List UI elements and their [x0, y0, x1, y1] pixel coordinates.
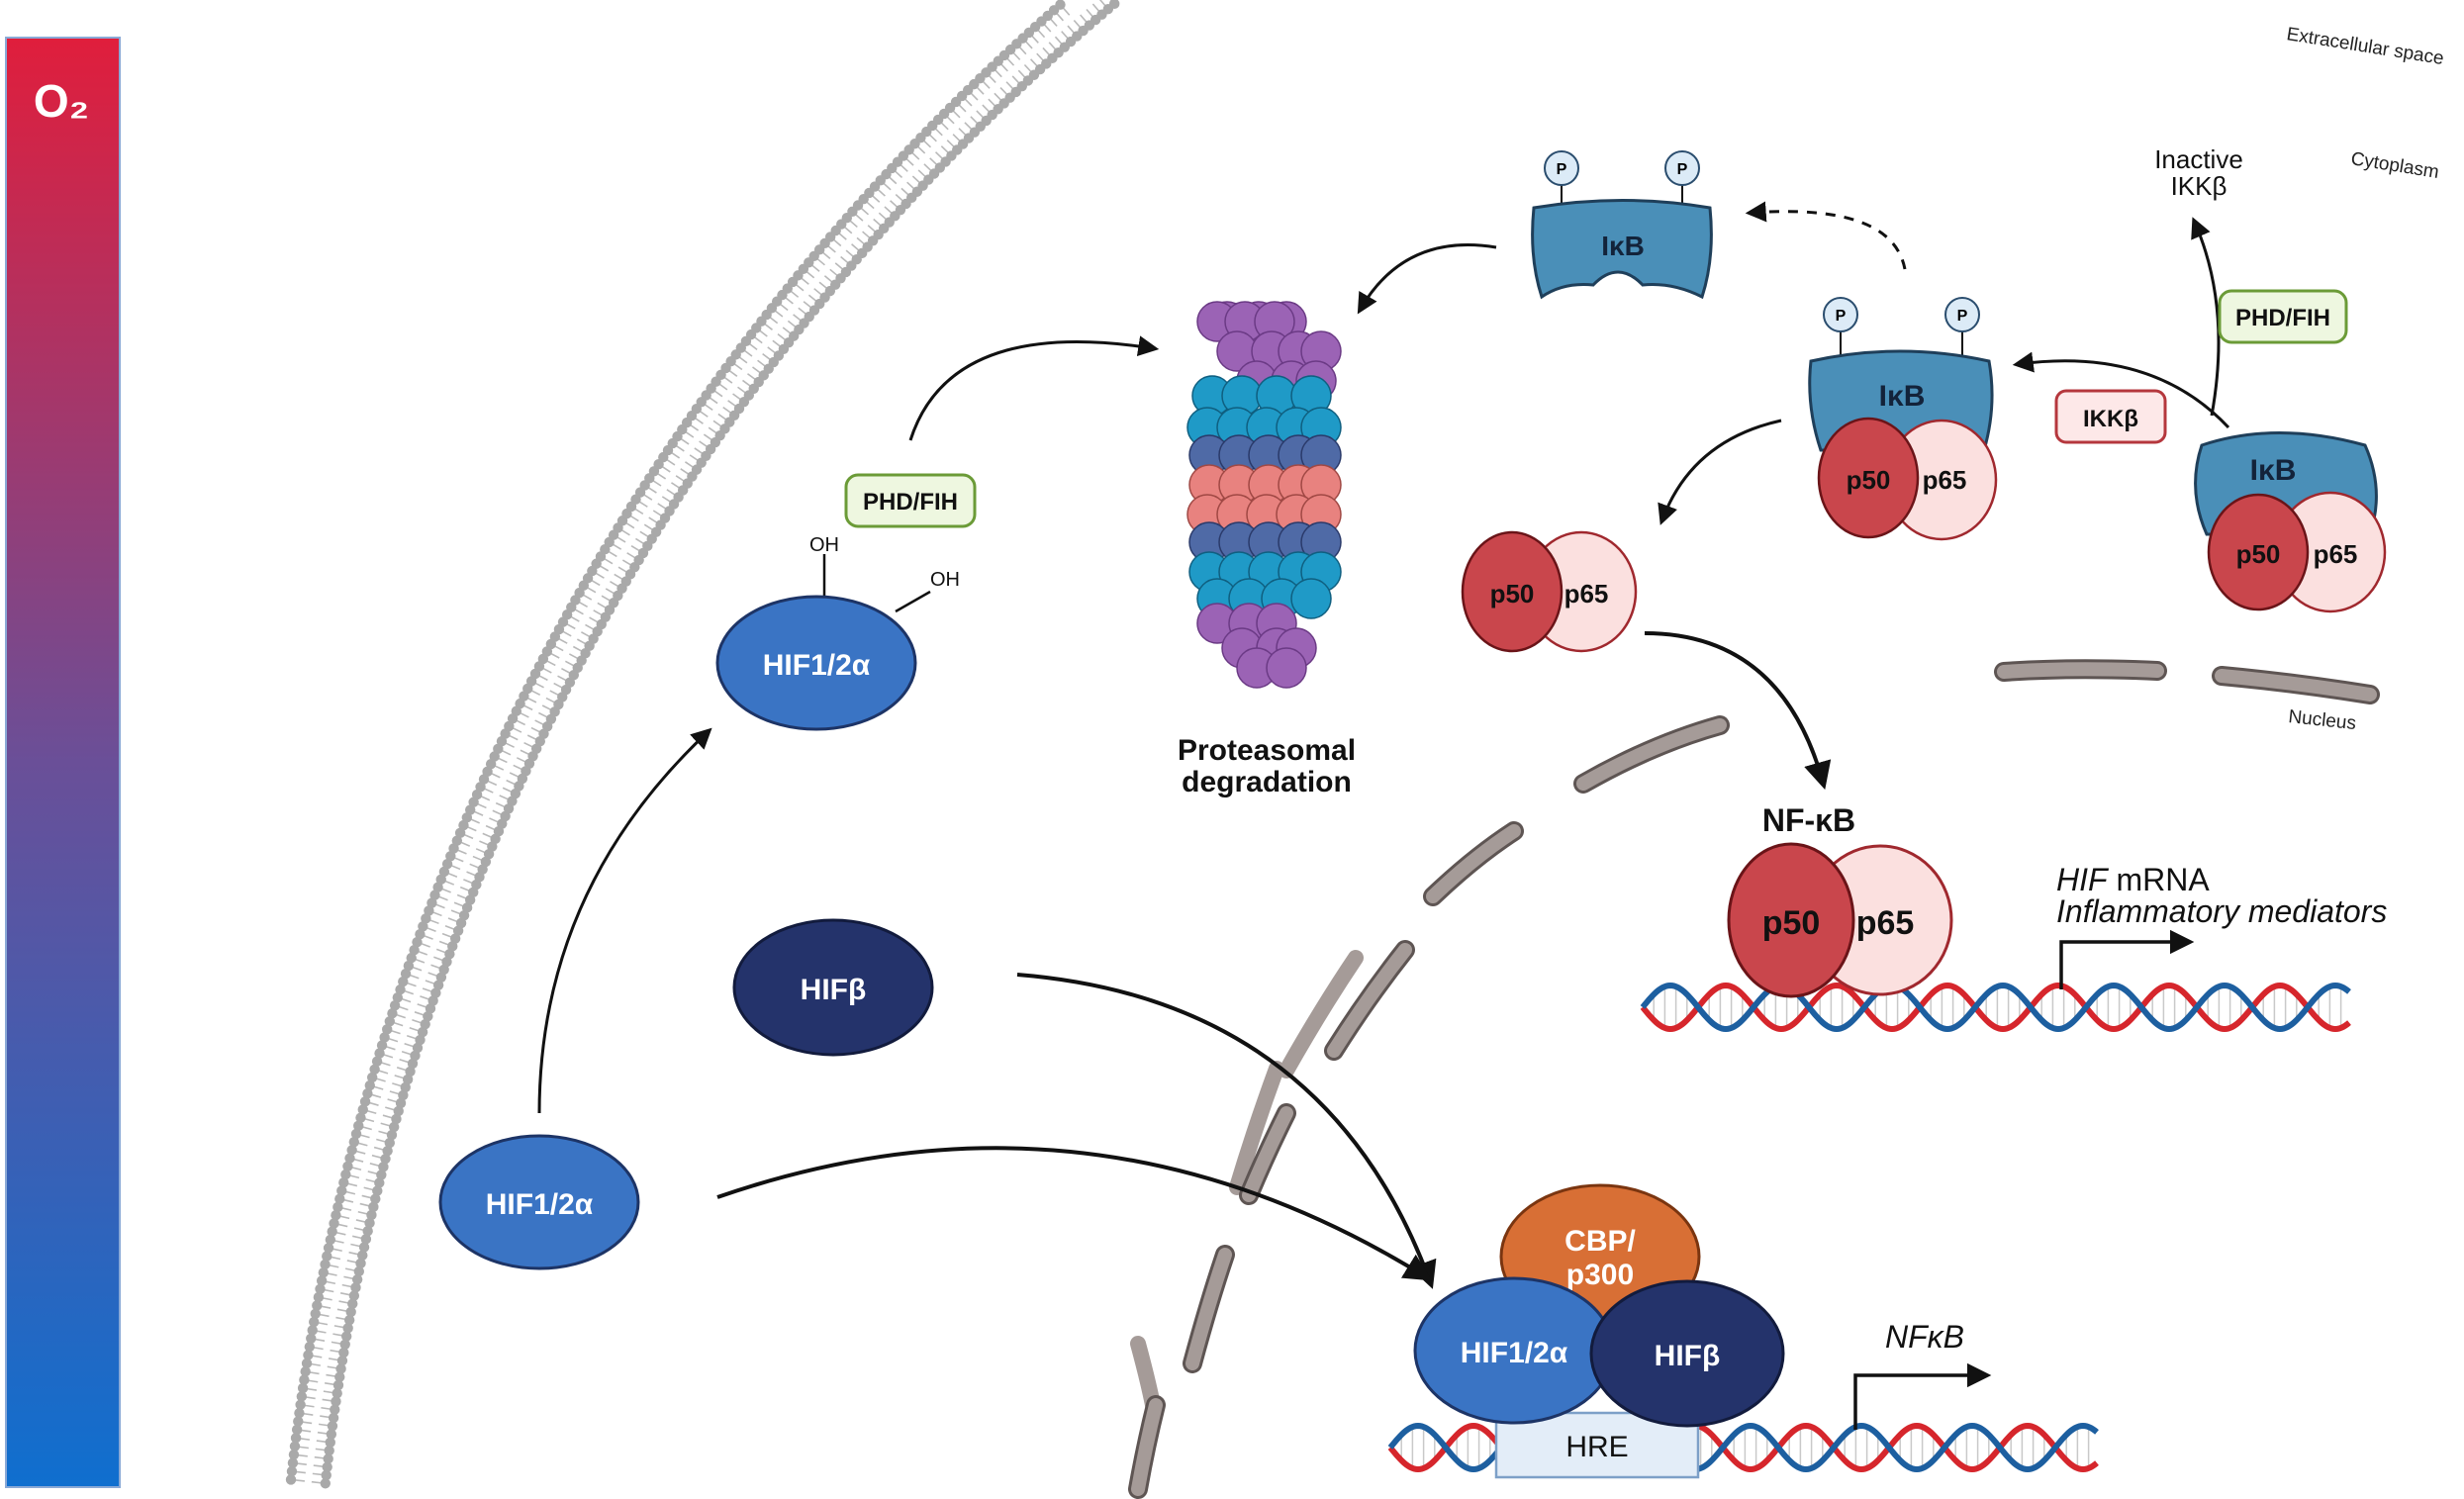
gene-inflammatory-mediators: Inflammatory mediators: [2056, 893, 2387, 929]
proteasome-subunit: [1290, 578, 1332, 619]
o2-label: O₂: [34, 75, 89, 127]
cbp-label-line1: CBP/: [1564, 1225, 1636, 1258]
transcription-arrow-nfkb: [2059, 929, 2195, 989]
arrow-dimer-to-nucleus: [1644, 631, 1832, 791]
arrow-hifb-to-complex: [1016, 973, 1437, 1289]
ikb-nfkb-complex-inactive: IκB p50 p65: [2194, 431, 2387, 613]
nfkb-bound: NF-κB p50 p65: [1727, 802, 1953, 998]
proteasome-label-line1: Proteasomal: [1178, 734, 1356, 767]
hre-label: HRE: [1565, 1431, 1628, 1463]
phosphate-label: P: [1677, 161, 1688, 178]
arrow-hif-to-complex: [716, 1146, 1433, 1281]
phosphate-label: P: [1836, 308, 1847, 325]
hif-hre-complex: HRE CBP/ p300 HIF1/2α HIFβ: [1413, 1183, 1785, 1479]
arrow-ikkb-phosphorylation: [2012, 351, 2230, 429]
phosphate-icon: [1823, 297, 1858, 332]
gene-hif-mrna: HIF mRNA: [2056, 862, 2210, 897]
inactive-ikkb-line1: Inactive: [2154, 144, 2243, 174]
gene-nfkb: NFκB: [1885, 1319, 1964, 1355]
ikb-label: IκB: [2250, 454, 2297, 487]
nfkb-title: NF-κB: [1762, 802, 1855, 838]
dna-helix-nfkb: [1640, 982, 2351, 1033]
ikb-label: IκB: [1879, 380, 1926, 413]
nucleus-label: Nucleus: [2287, 706, 2356, 734]
arrow-ikb-to-proteasome: [1357, 243, 1497, 315]
extracellular-space-label: Extracellular space: [2285, 24, 2445, 69]
pathway-arrows: [537, 201, 2230, 1289]
p65-label: p65: [1856, 904, 1915, 942]
phosphate-icon: [1944, 297, 1980, 332]
phd-fih-label: PHD/FIH: [863, 489, 958, 515]
ikkb-box: IKKβ: [2054, 389, 2167, 444]
ikb-shape: [1531, 199, 1713, 300]
arrow-release-dimer: [1658, 419, 1782, 525]
p50-label: p50: [2236, 539, 2281, 569]
phosphate-icon: [1664, 150, 1700, 186]
ikb-nfkb-complex-phosphorylated: P P IκB p50 p65: [1808, 297, 1998, 541]
arrow-hif-to-hydroxylated: [537, 727, 712, 1114]
hif-hydroxylated: OH OH HIF1/2α: [715, 534, 960, 731]
hif-free: HIF1/2α: [438, 1134, 640, 1270]
p50-label: p50: [1490, 579, 1535, 609]
proteasome: [1186, 301, 1342, 689]
phosphate-icon: [1544, 150, 1579, 186]
hydroxyl-label: OH: [809, 534, 839, 556]
p65-label: p65: [2314, 539, 2358, 569]
p65-label: p65: [1564, 579, 1609, 609]
nuclear-envelope-segments: [1128, 659, 2380, 1499]
ikb-phosphorylated-free: P P IκB: [1531, 150, 1713, 300]
hifb-label: HIFβ: [1655, 1340, 1721, 1372]
nfkb-dimer-free: p50 p65: [1461, 530, 1638, 653]
phd-fih-label: PHD/FIH: [2235, 305, 2330, 331]
plasma-membrane: [285, 0, 1120, 1489]
hifb-free: HIFβ: [732, 918, 934, 1057]
oxygen-gradient-bar: O₂: [5, 37, 121, 1488]
proteasome-subunit: [1266, 647, 1307, 689]
hydroxyl-label: OH: [930, 569, 960, 591]
proteasome-label-line2: degradation: [1182, 766, 1352, 798]
phosphate-label: P: [1557, 161, 1567, 178]
p65-label: p65: [1923, 465, 1967, 495]
p50-label: p50: [1847, 465, 1891, 495]
arrow-ikb-release-dashed: [1745, 201, 1907, 270]
hifb-label: HIFβ: [801, 974, 867, 1006]
ikkb-label: IKKβ: [2083, 406, 2138, 432]
arrow-hif-to-proteasome: [908, 335, 1160, 441]
hif-label: HIF1/2α: [1461, 1337, 1568, 1369]
cytoplasm-label: Cytoplasm: [2349, 148, 2440, 183]
p50-label: p50: [1762, 904, 1821, 942]
cbp-label-line2: p300: [1566, 1259, 1634, 1291]
arrow-to-inactive-ikkb: [2191, 217, 2221, 417]
phd-fih-box-left: PHD/FIH: [844, 473, 977, 528]
hif-label: HIF1/2α: [763, 649, 871, 682]
hif-label: HIF1/2α: [486, 1188, 594, 1221]
ikb-label: IκB: [1601, 231, 1645, 261]
inactive-ikkb-line2: IKKβ: [2171, 171, 2227, 201]
phosphate-label: P: [1957, 308, 1968, 325]
transcription-arrow-hre: [1853, 1362, 1992, 1430]
phd-fih-box-right: PHD/FIH: [2218, 289, 2348, 344]
